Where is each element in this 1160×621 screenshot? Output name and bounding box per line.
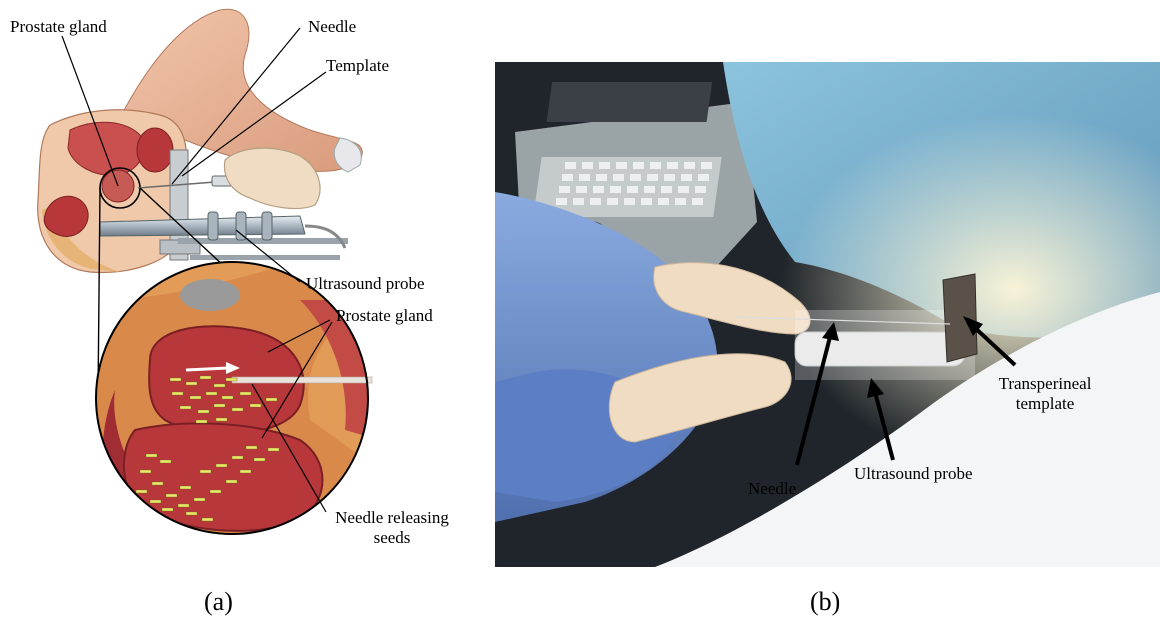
seed bbox=[162, 508, 173, 511]
seed bbox=[150, 500, 161, 503]
seed bbox=[180, 486, 191, 489]
seed bbox=[136, 490, 147, 493]
seed bbox=[140, 470, 151, 473]
seed bbox=[206, 392, 217, 395]
seed bbox=[170, 378, 181, 381]
procedure-photo bbox=[495, 62, 1160, 567]
label-needle-a: Needle bbox=[308, 17, 356, 37]
panel-a-illustration: Prostate gland Needle Template Ultrasoun… bbox=[0, 0, 470, 621]
seed bbox=[226, 378, 237, 381]
seed bbox=[172, 392, 183, 395]
zoom-content bbox=[90, 258, 380, 548]
seed bbox=[202, 518, 213, 521]
seed bbox=[210, 490, 221, 493]
seed bbox=[214, 384, 225, 387]
label-transperineal-template: Transperineal template bbox=[975, 374, 1115, 413]
probe-ring-1 bbox=[208, 212, 218, 240]
seed bbox=[266, 398, 277, 401]
panel-b-photo: Transperineal template Ultrasound probe … bbox=[495, 62, 1160, 567]
probe-cable bbox=[305, 226, 345, 248]
photo-template bbox=[943, 274, 977, 362]
seed bbox=[196, 420, 207, 423]
caption-a: (a) bbox=[204, 587, 233, 617]
seed bbox=[178, 504, 189, 507]
label-ultrasound-probe-a: Ultrasound probe bbox=[306, 274, 425, 294]
label-ultrasound-probe-b: Ultrasound probe bbox=[854, 464, 973, 484]
label-template: Template bbox=[326, 56, 389, 76]
seed bbox=[232, 408, 243, 411]
seed bbox=[246, 446, 257, 449]
label-needle-b: Needle bbox=[748, 479, 796, 499]
zoom-needle bbox=[232, 377, 372, 383]
seed bbox=[216, 464, 227, 467]
rectum-shape bbox=[137, 128, 173, 172]
zoom-white-arrow bbox=[186, 368, 228, 370]
label-prostate-gland-top: Prostate gland bbox=[10, 17, 107, 37]
label-needle-releasing-line1: Needle releasing bbox=[322, 508, 462, 528]
seed bbox=[166, 494, 177, 497]
seed bbox=[190, 396, 201, 399]
seed bbox=[240, 470, 251, 473]
seed bbox=[160, 460, 171, 463]
seed bbox=[254, 458, 265, 461]
seed bbox=[200, 470, 211, 473]
seed bbox=[198, 410, 209, 413]
seed bbox=[194, 498, 205, 501]
seed bbox=[222, 396, 233, 399]
probe-ring-2 bbox=[236, 212, 246, 240]
label-transperineal-line2: template bbox=[975, 394, 1115, 414]
seed bbox=[250, 404, 261, 407]
label-needle-releasing-seeds: Needle releasing seeds bbox=[322, 508, 462, 547]
probe-ring-3 bbox=[262, 212, 272, 240]
label-prostate-gland-zoom: Prostate gland bbox=[336, 306, 433, 326]
caption-b: (b) bbox=[810, 587, 840, 617]
seed bbox=[214, 404, 225, 407]
seed bbox=[186, 382, 197, 385]
seed bbox=[216, 418, 227, 421]
label-needle-releasing-line2: seeds bbox=[322, 528, 462, 548]
seed bbox=[152, 482, 163, 485]
label-transperineal-line1: Transperineal bbox=[975, 374, 1115, 394]
seed bbox=[226, 480, 237, 483]
seed bbox=[232, 456, 243, 459]
seed bbox=[268, 448, 279, 451]
seed bbox=[200, 376, 211, 379]
seed bbox=[146, 454, 157, 457]
seed bbox=[240, 392, 251, 395]
seed bbox=[186, 512, 197, 515]
seed bbox=[180, 406, 191, 409]
